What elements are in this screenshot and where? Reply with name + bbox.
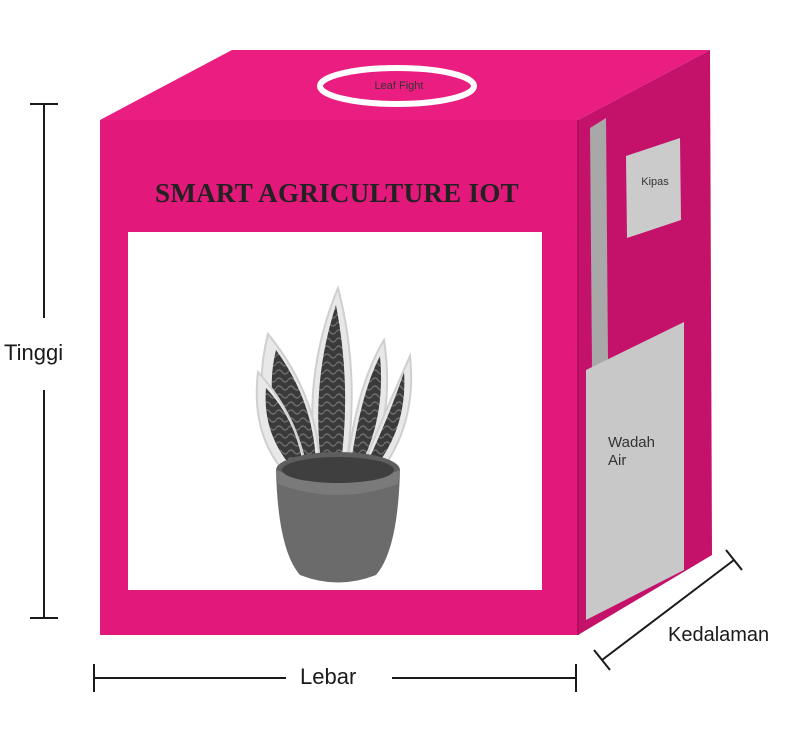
leaf-fight-label: Leaf Fight	[374, 80, 424, 92]
leaf-fight-ring	[317, 65, 477, 107]
wadah-air-panel	[586, 322, 684, 620]
box-title: SMART AGRICULTURE IOT	[155, 178, 519, 208]
wadah-air-label: Wadah Air	[608, 434, 678, 470]
kipas-panel	[626, 138, 681, 238]
wadah-air-label-line1: Wadah	[608, 434, 655, 451]
kipas-label: Kipas	[641, 176, 669, 188]
depth-label: Kedalaman	[668, 624, 770, 646]
snake-plant-illustration	[255, 284, 413, 583]
wadah-air-label-line2: Air	[608, 452, 627, 469]
width-dimension	[93, 664, 577, 692]
depth-dimension	[593, 549, 743, 671]
height-label: Tinggi	[4, 340, 64, 365]
width-label: Lebar	[300, 664, 357, 689]
height-dimension	[30, 103, 58, 619]
side-strip	[590, 118, 608, 368]
box-top-face	[100, 50, 710, 120]
